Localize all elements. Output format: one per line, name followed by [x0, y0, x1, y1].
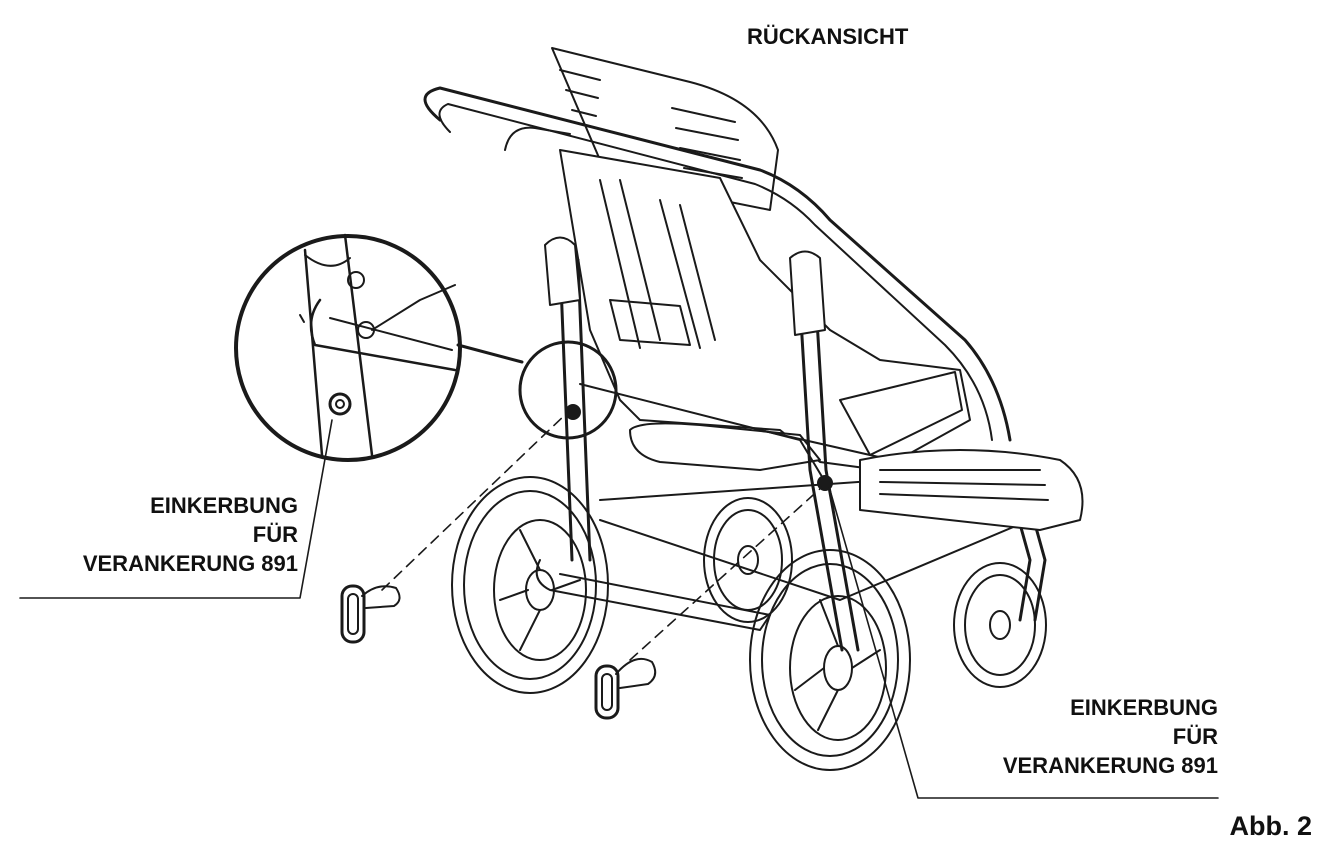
- callout-line: VERANKERUNG 891: [1002, 753, 1218, 778]
- dashed-guides: [381, 411, 823, 661]
- callout-line: EINKERBUNG: [1070, 695, 1218, 720]
- seat-shell: [559, 149, 971, 471]
- callout-line: EINKERBUNG: [150, 493, 298, 518]
- anchor-hook-left: [340, 584, 401, 644]
- rear-right-wheel: [749, 549, 911, 771]
- detail-magnifier: [234, 233, 462, 462]
- leader-lines: [19, 419, 1219, 799]
- figure-label: Abb. 2: [1229, 811, 1312, 841]
- callout-line: VERANKERUNG 891: [82, 551, 298, 576]
- push-handle: [423, 86, 1012, 442]
- front-right-wheel: [953, 562, 1047, 688]
- callout-notch-right: EINKERBUNG FÜR VERANKERUNG 891: [900, 693, 1218, 780]
- magnifier-connector: [456, 343, 524, 364]
- callout-notch-left: EINKERBUNG FÜR VERANKERUNG 891: [20, 491, 298, 578]
- anchor-hook-right: [594, 658, 657, 720]
- view-title: RÜCKANSICHT: [747, 24, 909, 49]
- front-left-wheel: [703, 497, 793, 623]
- callout-line: FÜR: [1172, 724, 1218, 749]
- footrest: [859, 449, 1084, 531]
- rear-left-wheel: [451, 476, 609, 694]
- callout-line: FÜR: [252, 522, 298, 547]
- detail-circle-small: [518, 340, 618, 440]
- notch-markers: [565, 404, 833, 491]
